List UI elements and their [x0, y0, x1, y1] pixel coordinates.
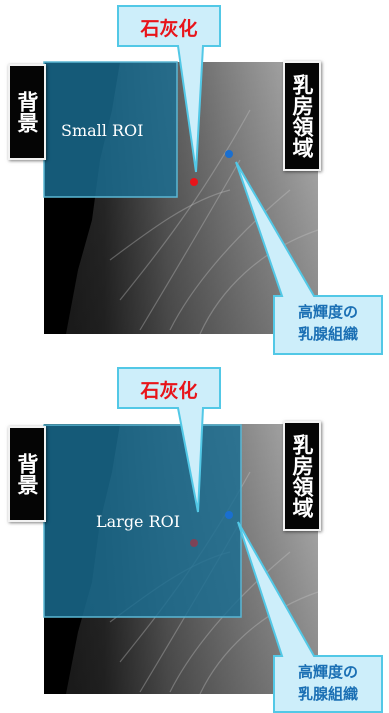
tissue-dot: [225, 150, 233, 158]
calcification-callout-text: 石灰化: [118, 14, 220, 41]
breast-region-label: 乳房領域: [283, 61, 321, 171]
tissue-callout-line1: 高輝度の: [274, 661, 382, 683]
tissue-callout-line2: 乳腺組織: [274, 323, 382, 345]
background-label: 背景: [8, 426, 46, 522]
roi-label: Small ROI: [61, 121, 143, 140]
tissue-callout-line2: 乳腺組織: [274, 683, 382, 705]
background-label: 背景: [8, 64, 46, 160]
calcification-callout-text: 石灰化: [118, 376, 220, 403]
roi-label: Large ROI: [96, 512, 180, 531]
tissue-callout-text: 高輝度の 乳腺組織: [274, 661, 382, 705]
tissue-callout-text: 高輝度の 乳腺組織: [274, 301, 382, 345]
calcification-dot: [190, 178, 198, 186]
tissue-callout-line1: 高輝度の: [274, 301, 382, 323]
tissue-dot: [225, 511, 233, 519]
breast-region-label: 乳房領域: [283, 421, 321, 531]
calcification-dot: [190, 539, 198, 547]
